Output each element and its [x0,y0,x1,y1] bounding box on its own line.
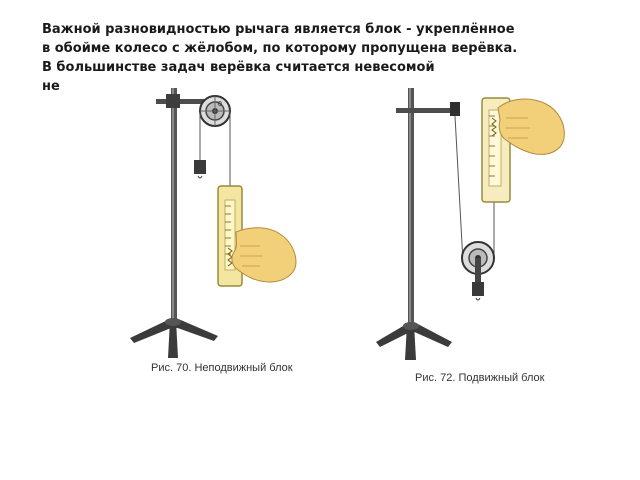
movable-pulley-wheel [461,241,495,301]
fixed-pulley-wheel: 0 [199,95,231,127]
fixed-pulley-rope-and-weight [194,112,231,190]
paragraph-line-2: в обойме колесо с жёлобом, по которому п… [42,41,518,56]
movable-pulley-hand [497,98,565,155]
paragraph-line-1: Важной разновидностью рычага является бл… [42,22,515,37]
movable-pulley-rope [454,115,495,263]
fixed-pulley-hand [231,227,297,283]
movable-pulley-stand [376,88,460,360]
caption-movable-pulley: Рис. 72. Подвижный блок [415,372,545,384]
caption-fixed-pulley: Рис. 70. Неподвижный блок [151,362,293,374]
intro-paragraph: Важной разновидностью рычага является бл… [42,20,632,96]
paragraph-line-4: не [42,79,60,94]
fixed-pulley-stand [130,88,218,358]
svg-text:0: 0 [218,101,222,108]
paragraph-line-3: В большинстве задач верёвка считается не… [42,60,435,75]
